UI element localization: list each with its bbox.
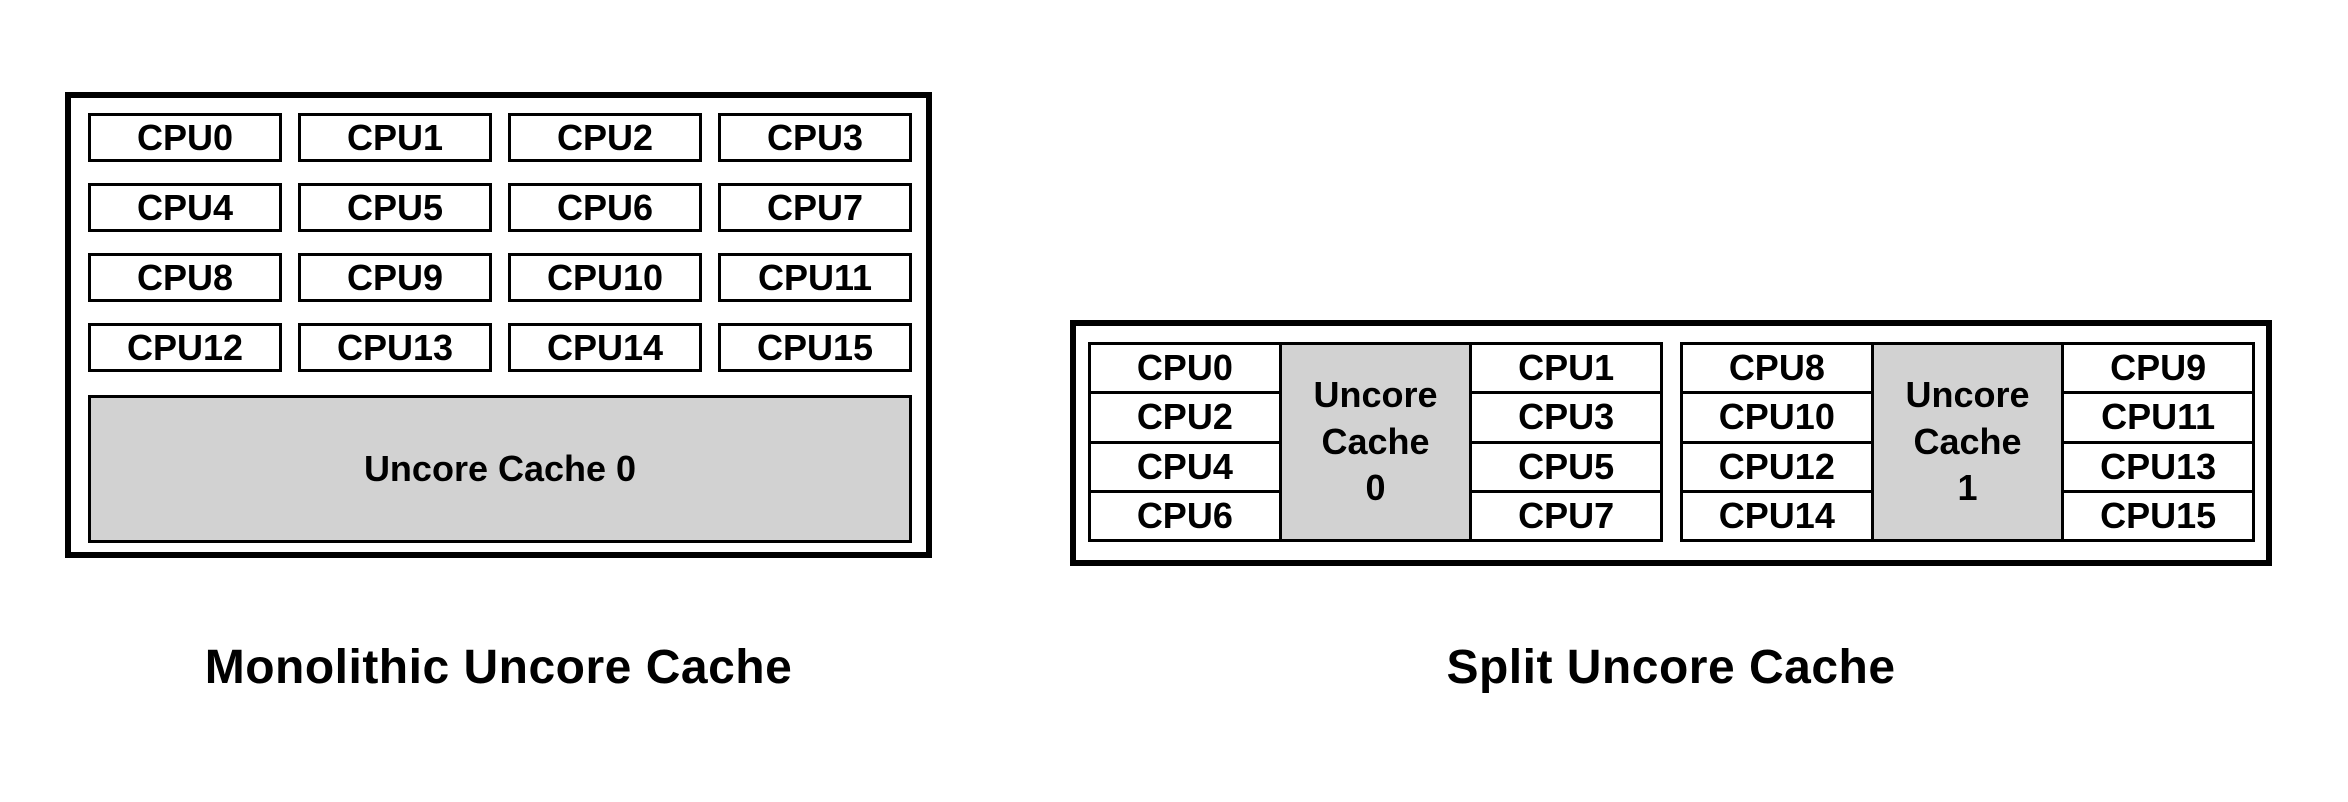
cpu-box-cpu4: CPU4 [88, 183, 282, 232]
split-cluster-1: CPU8 CPU10 CPU12 CPU14 Uncore Cache 1 CP… [1680, 342, 2255, 542]
cpu-cell-cpu1: CPU1 [1472, 345, 1663, 395]
split-cluster-0: CPU0 CPU2 CPU4 CPU6 Uncore Cache 0 CPU1 … [1088, 342, 1663, 542]
cpu-cell-cpu6: CPU6 [1091, 492, 1282, 542]
cpu-label: CPU4 [1136, 445, 1233, 487]
cpu-label: CPU11 [2101, 396, 2216, 438]
cpu-box-cpu1: CPU1 [298, 113, 492, 162]
cpu-cell-cpu8: CPU8 [1683, 345, 1874, 395]
cpu-cell-cpu2: CPU2 [1091, 394, 1282, 444]
cpu-box-cpu13: CPU13 [298, 323, 492, 372]
cpu-box-cpu5: CPU5 [298, 183, 492, 232]
uncore-cache-0-label-line: 0 [1365, 467, 1386, 509]
cpu-label: CPU10 [1718, 396, 1835, 438]
cpu-cell-cpu5: CPU5 [1472, 443, 1663, 493]
cpu-box-cpu7: CPU7 [718, 183, 912, 232]
monolithic-die-box: CPU0 CPU1 CPU2 CPU3 CPU4 CPU5 CPU6 CPU7 … [65, 92, 932, 558]
cpu-cell-cpu0: CPU0 [1091, 345, 1282, 395]
cpu-cell-cpu15: CPU15 [2064, 492, 2255, 542]
cpu-box-cpu12: CPU12 [88, 323, 282, 372]
cpu-label: CPU13 [336, 326, 454, 368]
cpu-label: CPU8 [1728, 347, 1825, 389]
cpu-label: CPU9 [2110, 347, 2207, 389]
cpu-label: CPU7 [1518, 494, 1615, 536]
uncore-cache-0-label: Uncore Cache 0 [363, 448, 637, 489]
cpu-label: CPU12 [126, 326, 244, 368]
cpu-label: CPU5 [1518, 445, 1615, 487]
monolithic-cpu-grid: CPU0 CPU1 CPU2 CPU3 CPU4 CPU5 CPU6 CPU7 … [88, 113, 912, 372]
cpu-cell-cpu3: CPU3 [1472, 394, 1663, 444]
cpu-label: CPU3 [1518, 396, 1615, 438]
cpu-label: CPU12 [1718, 445, 1835, 487]
cpu-label: CPU4 [136, 186, 234, 228]
cpu-cell-cpu4: CPU4 [1091, 443, 1282, 493]
cpu-label: CPU6 [556, 186, 654, 228]
uncore-cache-1-cell: Uncore Cache 1 [1873, 345, 2065, 542]
cpu-label: CPU0 [136, 116, 234, 158]
cpu-label: CPU8 [136, 256, 234, 298]
uncore-cache-1-label-line: Cache [1913, 420, 2022, 462]
uncore-cache-0-label-line: Uncore [1313, 373, 1438, 415]
cpu-box-cpu15: CPU15 [718, 323, 912, 372]
cpu-box-cpu14: CPU14 [508, 323, 702, 372]
cpu-label: CPU9 [346, 256, 444, 298]
cpu-box-cpu9: CPU9 [298, 253, 492, 302]
cpu-box-cpu6: CPU6 [508, 183, 702, 232]
cpu-cell-cpu13: CPU13 [2064, 443, 2255, 493]
cpu-label: CPU5 [346, 186, 444, 228]
cpu-box-cpu10: CPU10 [508, 253, 702, 302]
cpu-label: CPU15 [2100, 494, 2217, 536]
cpu-cell-cpu10: CPU10 [1683, 394, 1874, 444]
cpu-cell-cpu9: CPU9 [2064, 345, 2255, 395]
cpu-box-cpu2: CPU2 [508, 113, 702, 162]
cpu-box-cpu11: CPU11 [718, 253, 912, 302]
cpu-box-cpu3: CPU3 [718, 113, 912, 162]
cpu-label: CPU0 [1136, 347, 1233, 389]
cpu-cell-cpu7: CPU7 [1472, 492, 1663, 542]
cpu-label: CPU14 [546, 326, 664, 368]
cpu-cell-cpu12: CPU12 [1683, 443, 1874, 493]
cpu-label: CPU2 [556, 116, 654, 158]
uncore-cache-0-label-line: Cache [1321, 420, 1430, 462]
cpu-label: CPU7 [766, 186, 864, 228]
monolithic-caption: Monolithic Uncore Cache [204, 641, 793, 694]
uncore-cache-1-label-line: 1 [1957, 467, 1978, 509]
cpu-box-cpu8: CPU8 [88, 253, 282, 302]
cpu-label: CPU10 [546, 256, 664, 298]
uncore-cache-0-block: Uncore Cache 0 [88, 395, 912, 543]
cpu-label: CPU1 [1518, 347, 1615, 389]
uncore-cache-0-cell: Uncore Cache 0 [1281, 345, 1473, 542]
cpu-box-cpu0: CPU0 [88, 113, 282, 162]
cpu-cell-cpu11: CPU11 [2064, 394, 2255, 444]
split-caption: Split Uncore Cache [1446, 641, 1896, 694]
uncore-cache-1-label-line: Uncore [1905, 373, 2030, 415]
cpu-label: CPU11 [757, 256, 873, 298]
cpu-label: CPU6 [1136, 494, 1233, 536]
split-die-box: CPU0 CPU2 CPU4 CPU6 Uncore Cache 0 CPU1 … [1070, 320, 2272, 566]
cpu-label: CPU14 [1718, 494, 1835, 536]
cpu-label: CPU13 [2100, 445, 2217, 487]
cpu-label: CPU15 [756, 326, 874, 368]
cpu-label: CPU3 [766, 116, 864, 158]
cpu-cell-cpu14: CPU14 [1683, 492, 1874, 542]
cpu-label: CPU1 [346, 116, 444, 158]
cpu-label: CPU2 [1136, 396, 1233, 438]
